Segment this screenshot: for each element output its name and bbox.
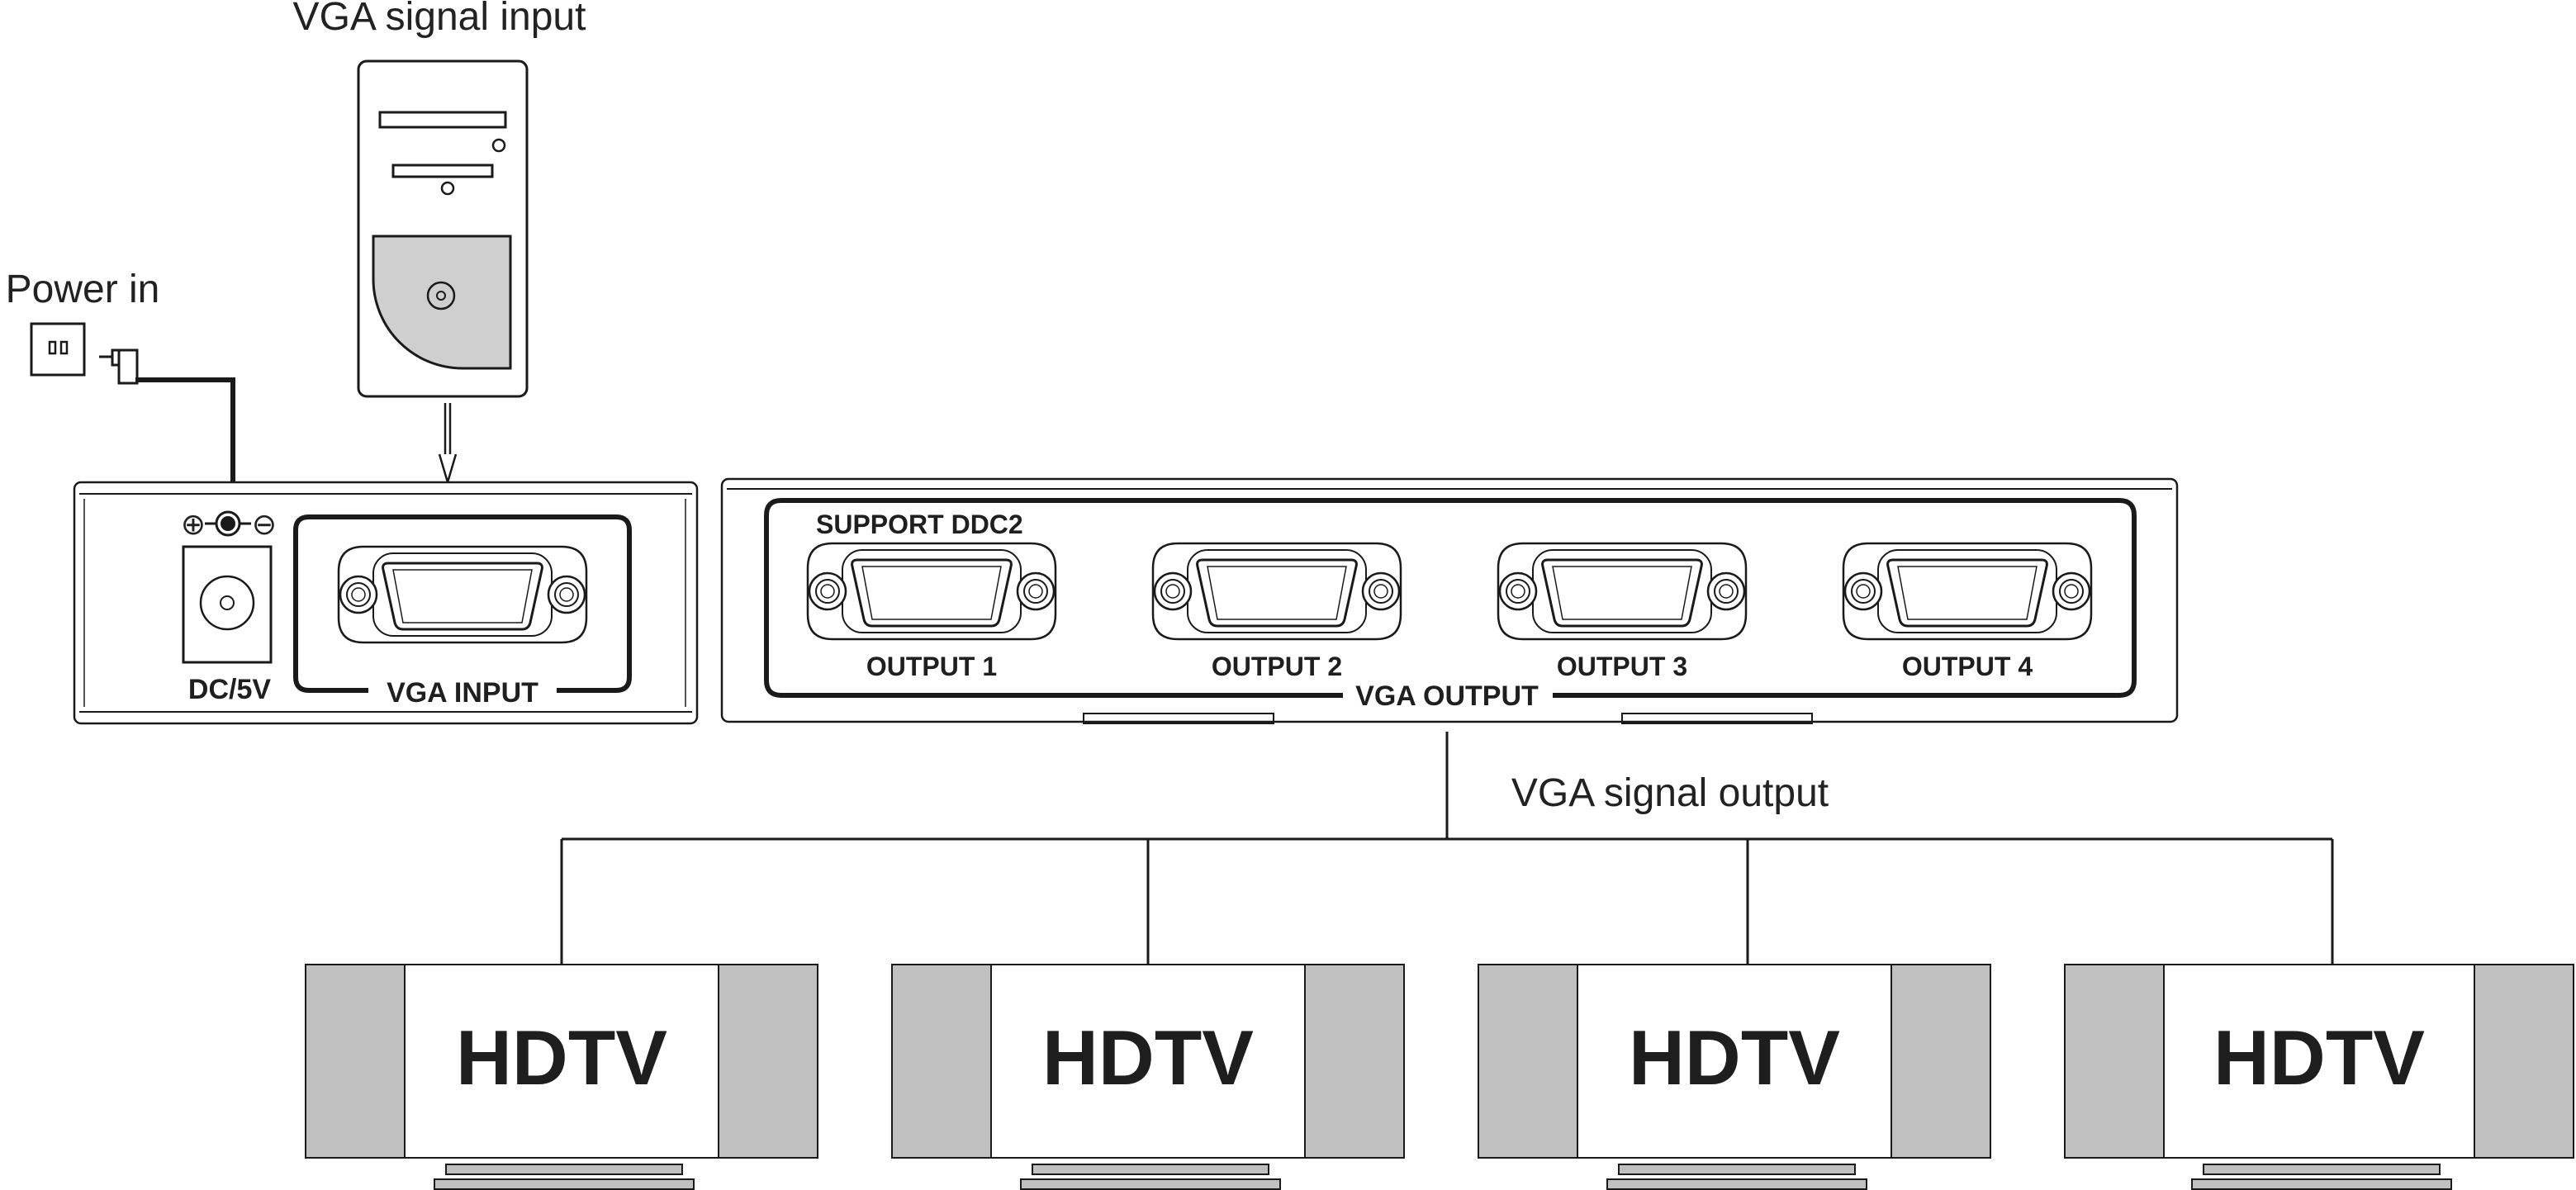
output-distribution-lines [560, 732, 2334, 965]
hdtv-display-4: HDTV [2064, 964, 2574, 1190]
vga-input-port [337, 545, 588, 644]
power-in-label: Power in [6, 268, 160, 311]
dc-power-jack [182, 545, 273, 664]
hdtv-display-3: HDTV [1478, 964, 1991, 1190]
vga-output-frame [764, 498, 2137, 698]
hdtv-2-label: HDTV [1042, 1014, 1254, 1101]
vga-output-3-connector-icon [1497, 542, 1748, 641]
polarity-symbol-icon [205, 510, 251, 537]
vga-signal-output-label: VGA signal output [1511, 771, 1829, 815]
input-signal-arrow [438, 403, 458, 486]
power-plug-icon [99, 348, 139, 385]
hdtv-3-label: HDTV [1629, 1014, 1840, 1101]
vga-input-frame [293, 514, 632, 693]
splitter-output-panel [720, 477, 2179, 724]
hdtv-4-label: HDTV [2213, 1014, 2425, 1101]
vga-output-label: VGA OUTPUT [1355, 680, 1539, 712]
hdtv-display-2: HDTV [891, 964, 1405, 1190]
vga-input-connector-icon [337, 545, 588, 644]
vga-output-ports [806, 542, 2093, 641]
vga-output-1-connector-icon [806, 542, 1057, 641]
vga-signal-input-label: VGA signal input [293, 0, 586, 39]
power-outlet-icon [30, 322, 86, 377]
output-2-label: OUTPUT 2 [1212, 652, 1342, 681]
polarity-plus-symbol: ⊕ [181, 507, 206, 541]
power-cable [135, 377, 235, 482]
vga-output-2-connector-icon [1151, 542, 1402, 641]
computer-tower-icon [357, 59, 529, 398]
output-4-label: OUTPUT 4 [1902, 652, 2033, 681]
polarity-minus-symbol: ⊖ [252, 507, 277, 541]
vga-output-4-connector-icon [1842, 542, 2093, 641]
support-ddc2-label: SUPPORT DDC2 [816, 510, 1023, 539]
output-3-label: OUTPUT 3 [1557, 652, 1687, 681]
output-1-label: OUTPUT 1 [866, 652, 997, 681]
hdtv-1-label: HDTV [456, 1014, 667, 1101]
hdtv-display-1: HDTV [305, 964, 818, 1190]
dc-5v-label: DC/5V [188, 674, 271, 705]
vga-input-label: VGA INPUT [387, 677, 538, 709]
